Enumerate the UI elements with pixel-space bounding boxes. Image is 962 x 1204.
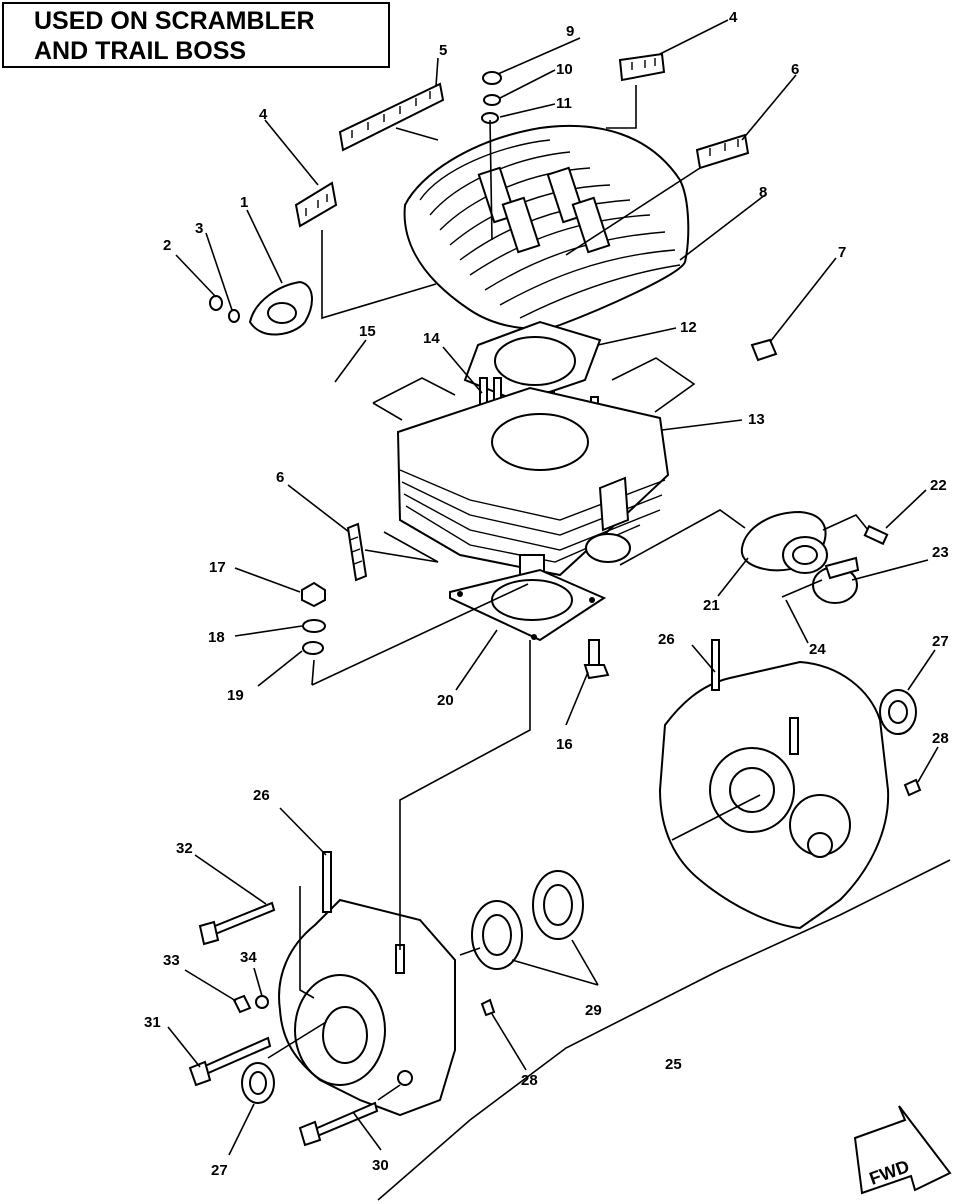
rubber-damper-4-left bbox=[294, 181, 338, 228]
crankcase-left-half bbox=[278, 851, 456, 1117]
callout-21: 21 bbox=[703, 597, 720, 614]
callout-4-left: 4 bbox=[259, 106, 268, 123]
callout-28-left: 28 bbox=[521, 1072, 538, 1089]
rubber-damper-6-mid bbox=[346, 522, 368, 582]
callout-20: 20 bbox=[437, 692, 454, 709]
exhaust-gasket bbox=[209, 280, 313, 336]
callout-33: 33 bbox=[163, 952, 180, 969]
callout-34: 34 bbox=[240, 949, 257, 966]
title-box: USED ON SCRAMBLER AND TRAIL BOSS bbox=[2, 2, 390, 68]
cylinder-head bbox=[403, 124, 690, 330]
callout-19: 19 bbox=[227, 687, 244, 704]
callout-29: 29 bbox=[585, 1002, 602, 1019]
callout-labels: 1 2 3 4 4 5 6 6 7 8 9 10 11 12 13 14 15 … bbox=[144, 9, 949, 1179]
callout-6-top: 6 bbox=[791, 61, 799, 78]
crankcase-right-half bbox=[658, 639, 922, 930]
callout-17: 17 bbox=[209, 559, 226, 576]
callout-13: 13 bbox=[748, 411, 765, 428]
callout-16: 16 bbox=[556, 736, 573, 753]
callout-32: 32 bbox=[176, 840, 193, 857]
rubber-damper-6-top bbox=[695, 133, 750, 170]
title-line-2: AND TRAIL BOSS bbox=[34, 37, 247, 65]
callout-11: 11 bbox=[556, 95, 572, 112]
callout-26-left: 26 bbox=[253, 787, 270, 804]
callout-15: 15 bbox=[359, 323, 376, 340]
callout-12: 12 bbox=[680, 319, 697, 336]
callout-31: 31 bbox=[144, 1014, 161, 1031]
callout-18: 18 bbox=[208, 629, 225, 646]
base-gasket bbox=[449, 568, 607, 642]
title-line-1: USED ON SCRAMBLER bbox=[34, 7, 315, 35]
cylinder bbox=[396, 386, 670, 580]
callout-10: 10 bbox=[556, 61, 573, 78]
case-bolts bbox=[188, 901, 496, 1147]
callout-1: 1 bbox=[240, 194, 248, 211]
callout-25: 25 bbox=[665, 1056, 682, 1073]
rubber-damper-4-top bbox=[618, 52, 666, 82]
callout-24: 24 bbox=[809, 641, 826, 658]
callout-6-mid: 6 bbox=[276, 469, 284, 486]
callout-23: 23 bbox=[932, 544, 949, 561]
callout-27-right: 27 bbox=[932, 633, 949, 650]
rubber-damper-7 bbox=[750, 338, 778, 362]
callout-5: 5 bbox=[439, 42, 447, 59]
callout-14: 14 bbox=[423, 330, 440, 347]
callout-4-top: 4 bbox=[729, 9, 738, 26]
nut-washer-stack bbox=[301, 581, 326, 655]
callout-7: 7 bbox=[838, 244, 846, 261]
crank-bearings bbox=[471, 870, 584, 970]
callout-28-right: 28 bbox=[932, 730, 949, 747]
callout-9: 9 bbox=[566, 23, 574, 40]
intake-adapter bbox=[740, 510, 889, 604]
callout-2: 2 bbox=[163, 237, 171, 254]
forward-arrow: FWD bbox=[853, 1105, 952, 1195]
callout-26-right: 26 bbox=[658, 631, 675, 648]
callout-8: 8 bbox=[759, 184, 767, 201]
leader-lines bbox=[167, 19, 951, 1201]
callout-3: 3 bbox=[195, 220, 203, 237]
callout-27-left: 27 bbox=[211, 1162, 228, 1179]
callout-30: 30 bbox=[372, 1157, 389, 1174]
callout-22: 22 bbox=[930, 477, 947, 494]
rubber-damper-5 bbox=[338, 82, 445, 152]
head-nut-stack bbox=[481, 71, 502, 241]
